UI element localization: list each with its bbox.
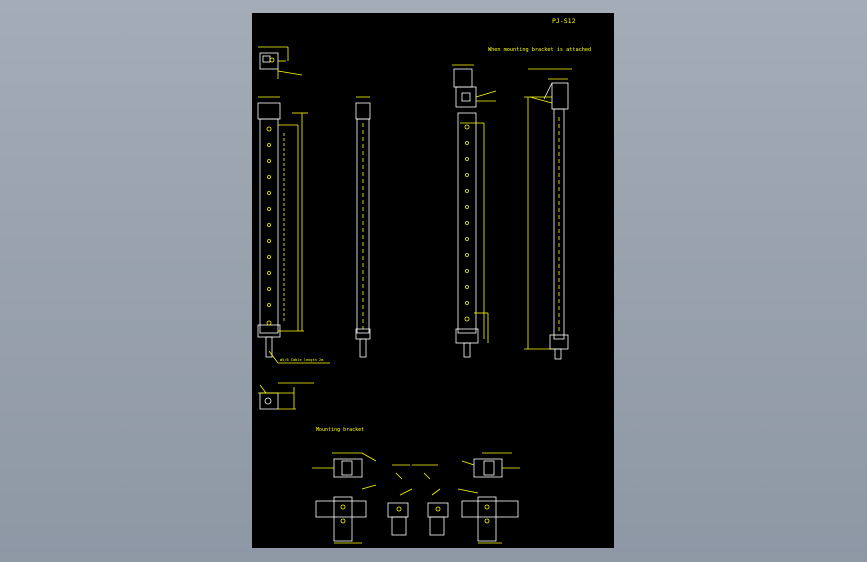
mounting-bracket-middle bbox=[387, 464, 449, 536]
bracketed-front-view bbox=[452, 64, 497, 358]
cable-note: ø5/6 Cable length 2m bbox=[280, 358, 323, 362]
top-detail-sensor-head bbox=[258, 46, 303, 79]
emitter-front-view bbox=[257, 96, 330, 364]
mounting-bracket-heading: Mounting bracket bbox=[316, 427, 364, 433]
bottom-detail-sensor-head bbox=[258, 382, 314, 410]
receiver-side-view bbox=[355, 96, 371, 358]
cad-drawing: PJ-S12 When mounting bracket is attached… bbox=[257, 17, 591, 544]
mounting-bracket-right bbox=[457, 452, 520, 544]
bracket-attached-note: When mounting bracket is attached bbox=[488, 47, 591, 53]
drawing-title: PJ-S12 bbox=[552, 17, 576, 25]
drawing-sheet: PJ-S12 When mounting bracket is attached… bbox=[252, 13, 614, 548]
mounting-bracket-left bbox=[312, 452, 377, 544]
bracketed-side-view bbox=[524, 68, 572, 360]
